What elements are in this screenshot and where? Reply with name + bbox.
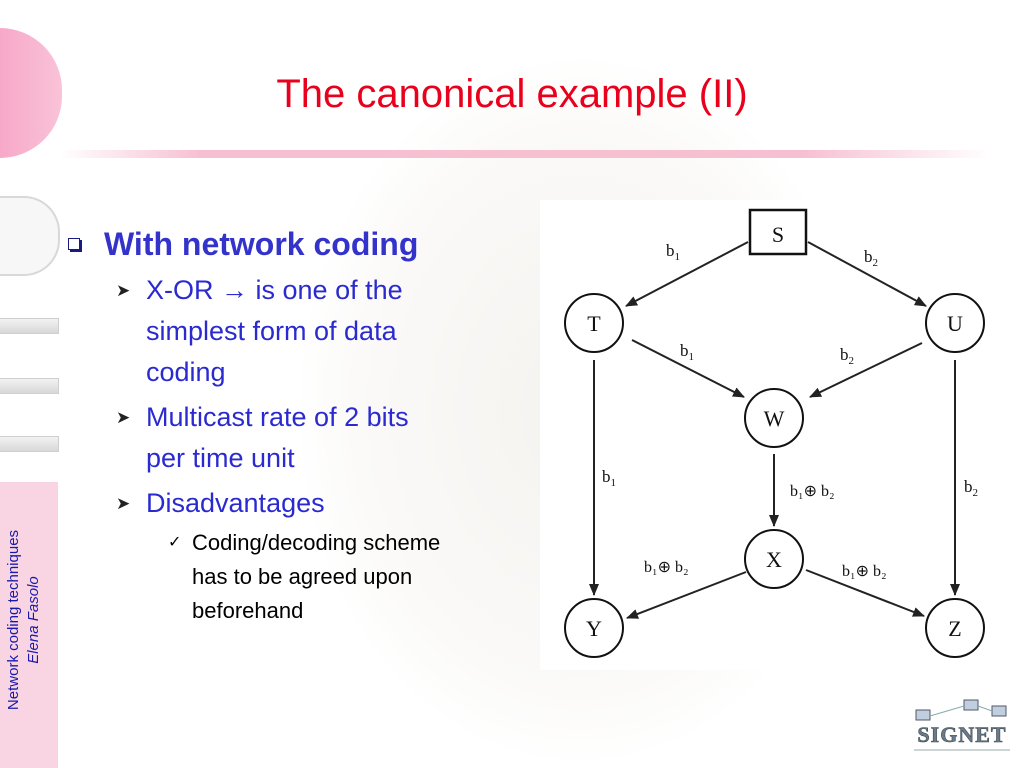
edge-s-u — [807, 241, 927, 307]
sidebar-caption: Network coding techniques Elena Fasolo — [4, 500, 44, 740]
left-grey-shape — [0, 196, 60, 276]
node-y — [564, 598, 624, 658]
edge-label-t-w: b1 — [680, 341, 694, 363]
edge-label-u-z: b2 — [964, 477, 978, 499]
node-label: T — [587, 311, 601, 336]
edge-label-s-u: b2 — [864, 247, 878, 269]
left-bar — [0, 378, 59, 394]
arrowhead-bullet-icon: ➤ — [116, 408, 131, 427]
subitem-text: beforehand — [192, 598, 304, 623]
list-item: ➤ X-OR → is one of the simplest form of … — [60, 270, 530, 393]
arrow-icon: → — [221, 275, 249, 305]
node-label: U — [947, 311, 963, 336]
edge-label-w-x: b₁⊕ b₂ — [790, 483, 835, 500]
node-x — [744, 529, 804, 589]
item-text: Multicast rate of 2 bits — [146, 402, 409, 432]
item-text: coding — [146, 357, 226, 387]
arrowhead-bullet-icon: ➤ — [116, 281, 131, 300]
bullet-list: With network coding ➤ X-OR → is one of t… — [60, 222, 530, 628]
edge-label-u-w: b2 — [840, 345, 854, 367]
edge-label-s-t: b1 — [666, 241, 680, 263]
network-coding-diagram: b1 b2 b1 b2 b1 b2 b₁⊕ b₂ b₁⊕ b₂ b₁⊕ b₂ S… — [540, 200, 990, 670]
node-label: Y — [586, 616, 602, 641]
node-label: S — [772, 222, 784, 247]
computer-icon — [991, 705, 1007, 717]
edge-x-z — [805, 569, 925, 617]
node-label: X — [766, 547, 782, 572]
course-title: Network coding techniques — [5, 529, 22, 711]
list-item: ➤ Disadvantages — [60, 483, 530, 524]
signet-logo: SIGNET — [914, 699, 1010, 751]
item-text: simplest form of data — [146, 316, 397, 346]
edge-label-t-y: b1 — [602, 467, 616, 489]
link-line — [977, 705, 993, 712]
node-u — [925, 293, 985, 353]
node-s — [748, 208, 808, 256]
node-w — [744, 388, 804, 448]
edge-u-w — [809, 342, 923, 398]
square-bullet-icon — [68, 238, 80, 250]
edge-label-x-z: b₁⊕ b₂ — [842, 563, 887, 580]
edge-s-t — [625, 241, 749, 307]
item-text: is one of the — [248, 275, 403, 305]
edge-label-x-y: b₁⊕ b₂ — [644, 559, 689, 576]
subitem-text: has to be agreed upon — [192, 564, 413, 589]
computer-icon — [963, 699, 979, 711]
node-t — [564, 293, 624, 353]
bullet-heading: With network coding — [60, 222, 530, 266]
subitem-text: Coding/decoding scheme — [192, 530, 441, 555]
slide-title: The canonical example (II) — [276, 72, 748, 116]
heading-text: With network coding — [104, 226, 419, 262]
checkmark-bullet-icon: ✓ — [168, 534, 182, 551]
arrowhead-bullet-icon: ➤ — [116, 494, 131, 513]
left-decoration: Network coding techniques Elena Fasolo — [0, 0, 70, 768]
item-text: Disadvantages — [146, 488, 325, 518]
edge-x-y — [626, 571, 747, 619]
node-label: Z — [948, 616, 961, 641]
edge-t-w — [631, 339, 745, 398]
left-pink-panel — [0, 482, 58, 768]
logo-text: SIGNET — [917, 722, 1006, 747]
author-name: Elena Fasolo — [25, 576, 42, 664]
node-z — [925, 598, 985, 658]
node-label: W — [764, 406, 785, 431]
list-item: ➤ Multicast rate of 2 bits per time unit — [60, 397, 530, 479]
computer-icon — [915, 709, 931, 721]
link-line — [929, 705, 965, 717]
item-text: per time unit — [146, 443, 295, 473]
title-underline — [60, 150, 990, 158]
item-text: X-OR — [146, 275, 214, 305]
sub-list-item: ✓ Coding/decoding scheme has to be agree… — [60, 526, 530, 628]
left-bar — [0, 436, 59, 452]
left-bar — [0, 318, 59, 334]
